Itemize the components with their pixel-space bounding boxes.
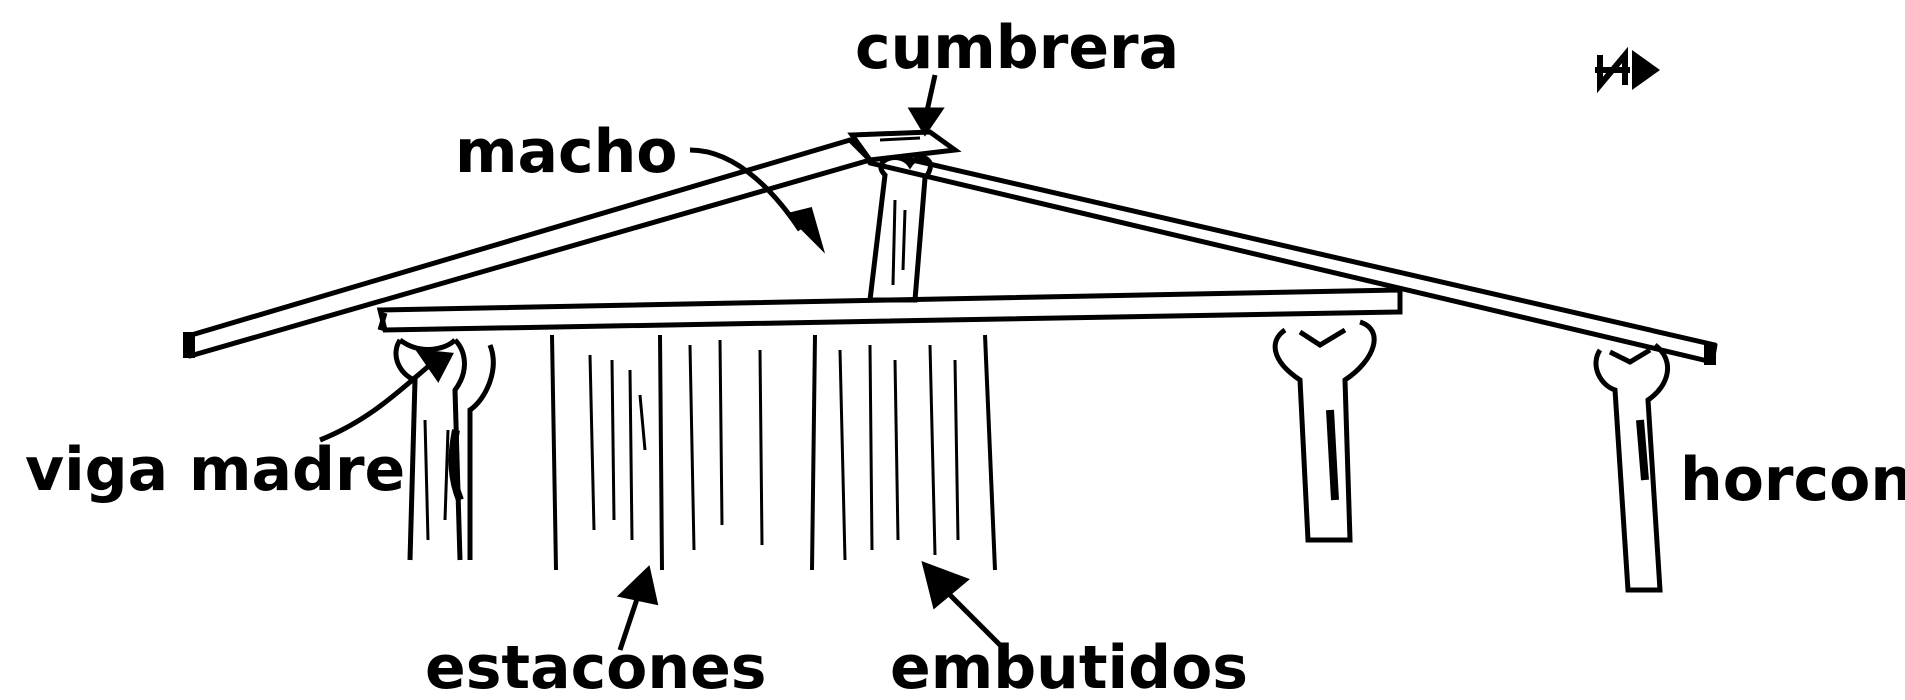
embutidos-arrow	[948, 593, 1002, 647]
label-horcon: horcon	[1680, 445, 1905, 515]
rafter-end-left	[183, 332, 195, 358]
left-rafter	[185, 137, 873, 359]
leader-arrows	[319, 74, 1002, 651]
king-post	[867, 155, 933, 303]
label-macho: macho	[455, 117, 678, 187]
left-forked-post	[393, 337, 496, 561]
label-viga-madre: viga madre	[25, 435, 405, 505]
horcon-post-right	[1593, 343, 1671, 593]
label-embutidos: embutidos	[890, 633, 1248, 700]
main-beam	[376, 287, 1403, 333]
viga-madre-arrow	[319, 363, 432, 443]
estacones-stakes	[550, 334, 764, 571]
horcon-post-middle	[1272, 319, 1377, 543]
rafter-end-right	[1704, 343, 1716, 365]
north-arrow-icon	[1595, 46, 1660, 94]
right-rafter	[857, 145, 1718, 365]
roof-rafters	[183, 137, 1718, 365]
label-estacones: estacones	[425, 633, 766, 700]
label-cumbrera: cumbrera	[855, 13, 1179, 83]
embutidos-stakes	[810, 334, 997, 571]
ridge-beam	[847, 129, 962, 163]
